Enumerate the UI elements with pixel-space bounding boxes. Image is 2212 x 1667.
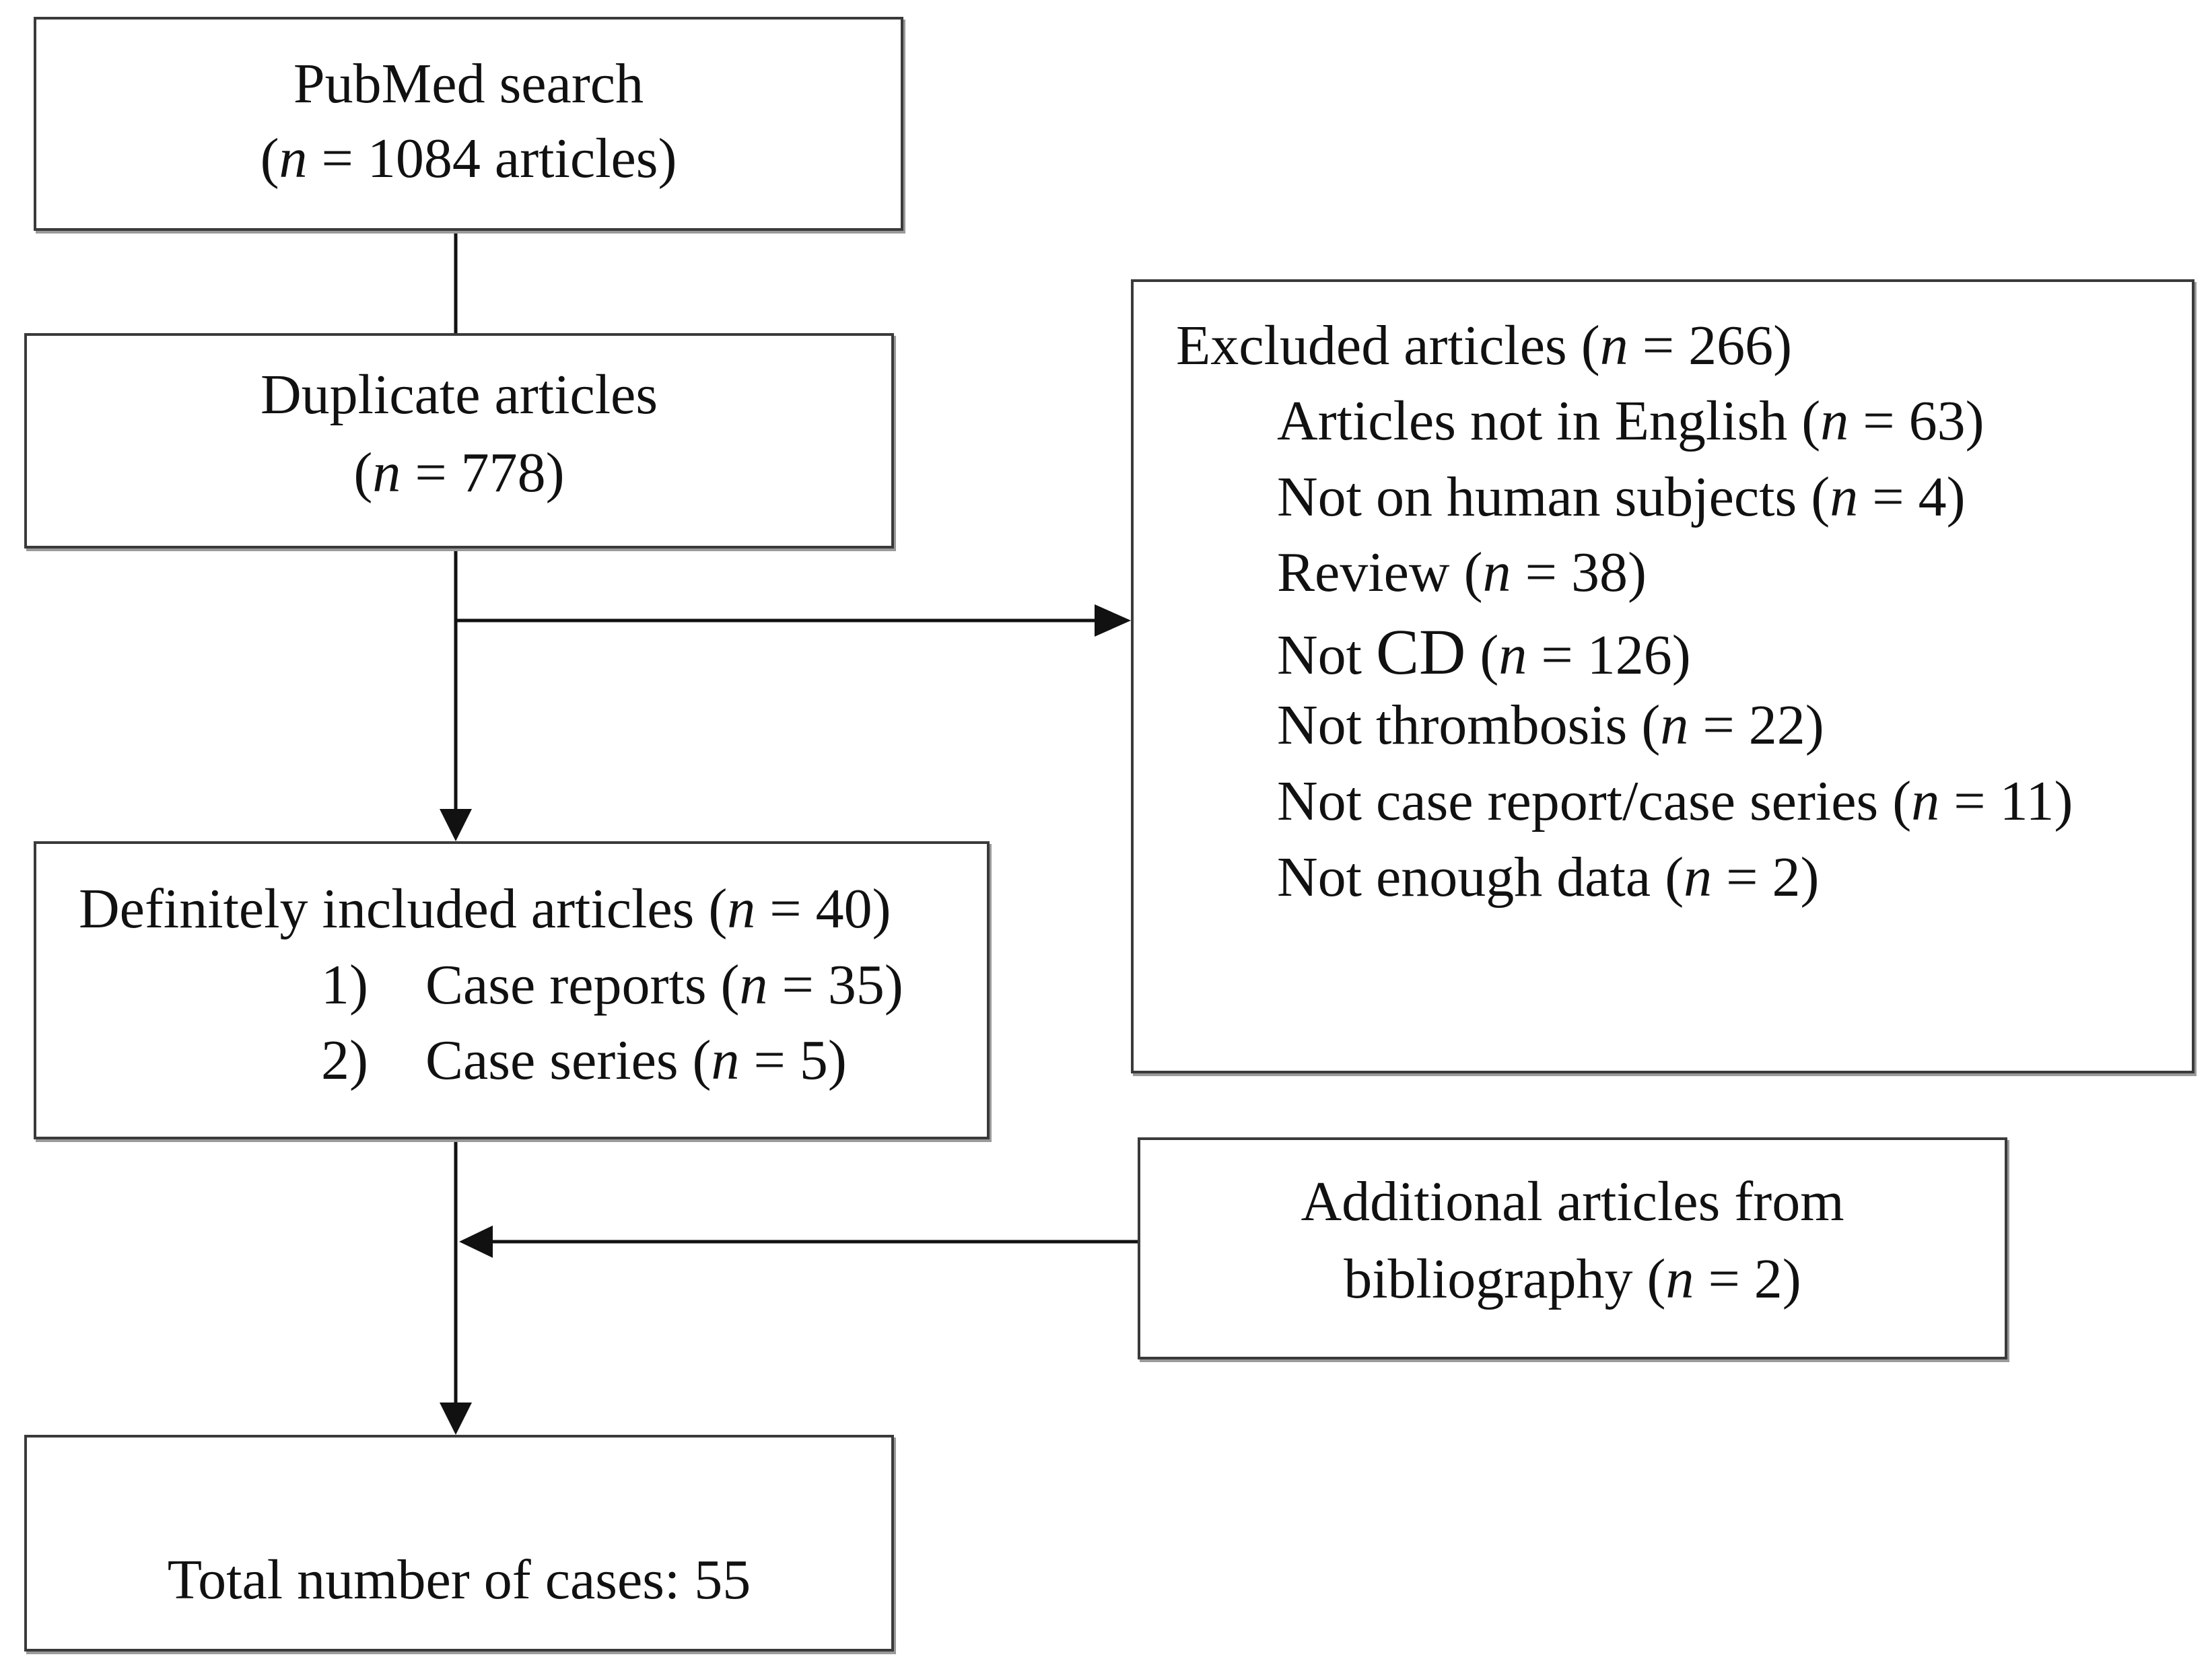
pubmed-search-box: PubMed search (n = 1084 articles) — [34, 17, 903, 231]
additional-line1: Additional articles from — [1301, 1170, 1844, 1233]
arrowhead-to-main-line — [459, 1226, 493, 1258]
pubmed-title: PubMed search — [293, 52, 644, 115]
included-item: Case reports (n = 35) — [425, 954, 903, 1016]
included-item-number: 1) — [321, 954, 368, 1016]
arrowhead-to-total — [440, 1403, 472, 1435]
excluded-item: Articles not in English (n = 63) — [1277, 390, 1984, 452]
excluded-articles-box: Excluded articles (n = 266) Articles not… — [1131, 279, 2194, 1073]
total-cases-box: Total number of cases: 55 — [24, 1435, 894, 1652]
excluded-item: Not enough data (n = 2) — [1277, 846, 1820, 909]
excluded-item: Not CD (n = 126) — [1277, 616, 1691, 688]
included-articles-box: Definitely included articles (n = 40) 1)… — [34, 841, 990, 1139]
total-cases-label: Total number of cases: 55 — [167, 1549, 751, 1611]
arrowhead-to-included — [440, 809, 472, 841]
additional-articles-box: Additional articles from bibliography (n… — [1138, 1137, 2007, 1359]
arrowhead-to-excluded — [1095, 604, 1131, 637]
excluded-item: Not thrombosis (n = 22) — [1277, 694, 1824, 756]
excluded-item: Not on human subjects (n = 4) — [1277, 466, 1966, 528]
included-item: Case series (n = 5) — [425, 1029, 847, 1092]
duplicate-title: Duplicate articles — [260, 363, 658, 426]
included-title: Definitely included articles (n = 40) — [79, 878, 891, 940]
excluded-item: Review (n = 38) — [1277, 541, 1647, 604]
duplicate-count: (n = 778) — [353, 441, 565, 504]
pubmed-count: (n = 1084 articles) — [260, 127, 677, 190]
included-item-number: 2) — [321, 1029, 368, 1092]
excluded-item: Not case report/case series (n = 11) — [1277, 770, 2073, 832]
duplicate-articles-box: Duplicate articles (n = 778) — [24, 333, 894, 548]
additional-line2: bibliography (n = 2) — [1344, 1248, 1801, 1310]
excluded-title: Excluded articles (n = 266) — [1176, 314, 1793, 377]
